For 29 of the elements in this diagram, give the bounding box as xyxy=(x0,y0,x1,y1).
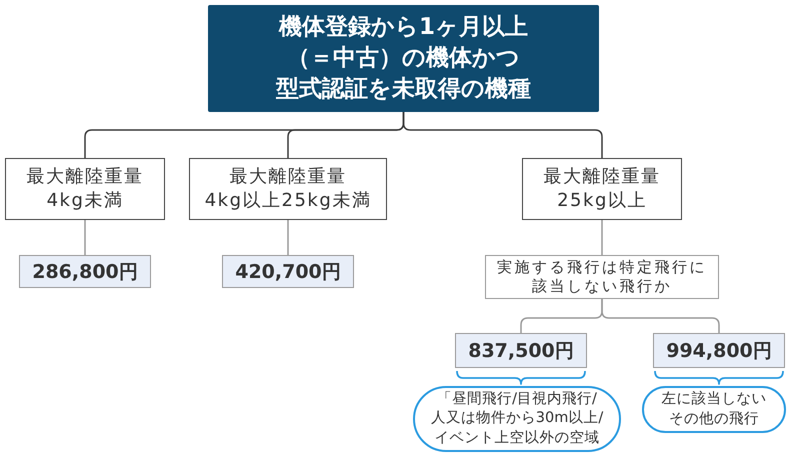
note-text: 「昼間飛行/目視内飛行/人又は物件から30m以上/イベント上空以外の空域 xyxy=(430,390,604,448)
category-title: 最大離陸重量 xyxy=(26,165,144,189)
connector-line xyxy=(287,220,289,255)
connector-line xyxy=(402,112,603,158)
category-box xyxy=(189,158,387,220)
price-text: 420,700円 xyxy=(235,260,341,284)
question-text: 実施する飛行は特定飛行に該当しない飛行か xyxy=(496,258,708,296)
category-title: 最大離陸重量 xyxy=(230,165,346,189)
category-box xyxy=(522,158,682,220)
header-box xyxy=(208,5,599,112)
price-box xyxy=(653,333,785,368)
category-title: 最大離陸重量 xyxy=(544,165,660,189)
connector-line xyxy=(601,220,603,255)
header-text: 機体登録から1ヶ月以上（＝中古）の機体かつ型式認証を未取得の機種 xyxy=(275,13,532,104)
weight-range: 25kg以上 xyxy=(557,189,647,213)
category-box xyxy=(5,158,165,220)
weight-range: 4kg以上25kg未満 xyxy=(204,189,372,213)
note-bubble xyxy=(642,386,786,433)
note-text: 左に該当しないその他の飛行 xyxy=(660,390,768,428)
weight-range: 4kg未満 xyxy=(46,189,124,213)
question-box xyxy=(485,255,719,299)
price-text: 286,800円 xyxy=(32,260,138,284)
connector-line xyxy=(84,220,86,255)
price-text: 837,500円 xyxy=(468,338,574,364)
price-box xyxy=(455,333,587,368)
price-box xyxy=(222,255,354,288)
price-text: 994,800円 xyxy=(666,338,772,364)
price-box xyxy=(19,255,151,288)
connector-line xyxy=(601,299,720,333)
